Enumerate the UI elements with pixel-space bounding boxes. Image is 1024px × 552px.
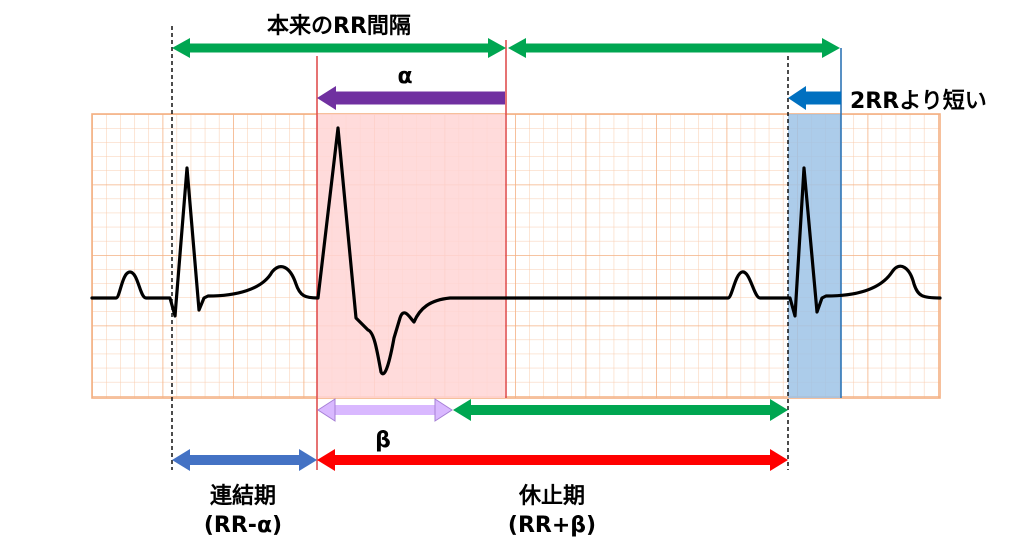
rr-arrow-bottom <box>453 399 788 421</box>
coupling-arrow <box>172 449 317 471</box>
original-rr-label: 本来のRR間隔 <box>267 14 411 39</box>
pause-formula-label: (RR+β) <box>508 513 596 538</box>
rr-arrow-right <box>508 38 840 58</box>
shorter-than-2rr-arrow <box>788 86 841 110</box>
ecg-trace <box>90 126 942 376</box>
pause-period-label: 休止期 <box>518 484 585 509</box>
shorter-than-2rr-label: 2RRより短い <box>850 89 987 114</box>
beta-arrow <box>317 398 453 422</box>
blue-region <box>788 114 841 398</box>
coupling-formula-label: (RR-α) <box>204 513 282 538</box>
beta-label: β <box>375 428 391 453</box>
alpha-label: α <box>397 64 412 89</box>
alpha-arrow <box>317 86 505 110</box>
coupling-period-label: 連結期 <box>210 483 276 509</box>
pink-region <box>317 114 505 398</box>
rr-arrow-left <box>172 38 506 58</box>
pause-arrow <box>317 449 788 471</box>
